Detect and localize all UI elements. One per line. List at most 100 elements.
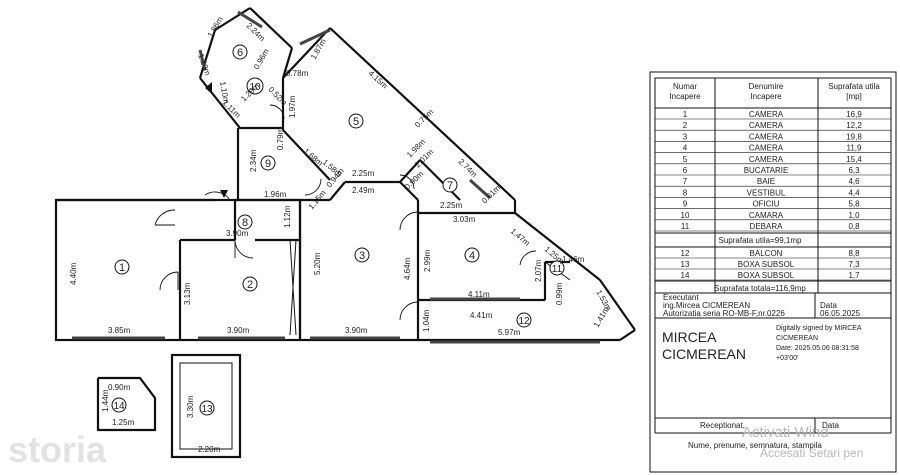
table-cell: BOXA SUBSOL [738, 260, 795, 269]
svg-text:1.86m: 1.86m [206, 15, 225, 39]
table-cell: BOXA SUBSOL [738, 271, 795, 280]
svg-text:1.87m: 1.87m [309, 37, 328, 61]
watermarks: storia Activati Wind Accesati Setari pen [8, 424, 863, 470]
table-cell: 9 [683, 200, 688, 209]
total-area: Suprafata totala=116,9mp [714, 284, 806, 293]
date-value: 06.05.2025 [820, 309, 861, 318]
authorization-number: Autorizatia seria RO-MB-F,nr.0226 [663, 309, 785, 318]
signature-name-2: CICMEREAN [662, 346, 746, 362]
svg-text:1.46m: 1.46m [562, 255, 585, 264]
svg-text:2.49m: 2.49m [352, 186, 375, 195]
table-cell: CAMERA [749, 110, 784, 119]
svg-text:2.74m: 2.74m [457, 157, 479, 179]
room-marker-3: 3 [359, 250, 365, 262]
table-cell: 1,0 [848, 211, 860, 220]
table-cell: CAMERA [749, 132, 784, 141]
svg-text:3.03m: 3.03m [453, 215, 476, 224]
table-cell: 11,9 [847, 144, 863, 153]
svg-text:5.97m: 5.97m [498, 328, 521, 337]
svg-text:1.12m: 1.12m [283, 205, 292, 228]
digital-signature-text-4: +03'00' [776, 355, 798, 362]
svg-text:0.90m: 0.90m [108, 383, 131, 392]
table-cell: 3 [683, 132, 688, 141]
svg-text:3.90m: 3.90m [227, 326, 250, 335]
floor-plan-walls [54, 7, 636, 459]
svg-text:1.25m: 1.25m [112, 418, 135, 427]
date-label-2: Data [822, 421, 839, 430]
svg-text:5.20m: 5.20m [313, 252, 322, 275]
table-header-number-2: Incapere [669, 92, 701, 101]
receptionat-label: Receptionat, [700, 421, 745, 430]
table-cell: CAMERA [749, 121, 784, 130]
room-marker-7: 7 [447, 180, 453, 192]
table-cell: 16,9 [846, 110, 862, 119]
table-cell: 8 [683, 188, 688, 197]
executant-label: Executant [663, 293, 699, 302]
svg-text:3.90m: 3.90m [345, 326, 368, 335]
table-cell: 7 [683, 177, 688, 186]
entry-arrow-icon [220, 190, 228, 198]
room-marker-9: 9 [265, 158, 271, 170]
svg-text:2.25m: 2.25m [352, 169, 375, 178]
table-cell: CAMERA [749, 144, 784, 153]
table-cell: 1 [683, 110, 688, 119]
svg-text:1.10m: 1.10m [218, 81, 231, 105]
svg-text:0.78m: 0.78m [286, 69, 309, 78]
room-marker-10: 10 [249, 82, 261, 93]
table-cell: 5,8 [848, 200, 860, 209]
table-cell: VESTIBUL [747, 188, 786, 197]
room-marker-6: 6 [237, 47, 243, 59]
area-table: Numar Incapere Denumire Incapere Suprafa… [649, 71, 897, 473]
room-marker-1: 1 [119, 262, 125, 274]
table-header-name-2: Incapere [750, 92, 782, 101]
table-header-area: Suprafata utila [828, 82, 880, 91]
svg-text:2.25m: 2.25m [440, 201, 463, 210]
svg-text:3.13m: 3.13m [183, 282, 192, 305]
svg-text:1.20m: 1.20m [196, 53, 212, 77]
table-cell: 4 [683, 144, 688, 153]
table-cell: 1,7 [848, 271, 860, 280]
table-cell: 7,3 [848, 260, 860, 269]
svg-text:4.11m: 4.11m [468, 290, 490, 299]
room-marker-5: 5 [353, 116, 359, 128]
svg-text:4.64m: 4.64m [403, 257, 412, 280]
svg-text:2.34m: 2.34m [249, 149, 258, 172]
useful-area-total: Suprafata utila=99,1mp [719, 236, 802, 245]
storia-logo: storia [8, 429, 107, 470]
svg-text:1.44m: 1.44m [101, 389, 110, 412]
table-header-number: Numar [673, 82, 697, 91]
entry-arrow-icon [205, 82, 212, 94]
svg-text:3.30m: 3.30m [186, 395, 195, 418]
table-cell: 0,8 [848, 222, 860, 231]
svg-text:1.41m: 1.41m [592, 305, 611, 329]
table-cell: 5 [683, 155, 688, 164]
signature-fields-label: Nume, prenume, semnatura, stampila [688, 441, 822, 450]
table-cell: BAIE [757, 177, 775, 186]
table-cell: 12,2 [846, 121, 862, 130]
room-markers: 1 2 3 4 5 6 7 8 9 10 11 12 13 14 [111, 44, 565, 416]
room-marker-14: 14 [113, 401, 125, 412]
room-marker-13: 13 [201, 404, 213, 415]
table-cell: 6,3 [848, 166, 860, 175]
table-cell: 4,4 [848, 188, 860, 197]
svg-text:2.99m: 2.99m [423, 249, 432, 272]
doors [154, 82, 537, 336]
activate-windows-text: Activati Wind [742, 424, 829, 441]
digital-signature-text-2: CICMEREAN [776, 335, 818, 342]
engineer-name: ing.Mircea CICMEREAN [663, 301, 750, 310]
room-marker-2: 2 [247, 279, 253, 291]
table-cell: 8,8 [848, 249, 860, 258]
svg-text:3.85m: 3.85m [108, 326, 131, 335]
table-cell: 10 [681, 211, 690, 220]
table-cell: 19,8 [846, 132, 862, 141]
table-cell: CAMARA [749, 211, 784, 220]
svg-text:1.47m: 1.47m [509, 227, 532, 248]
svg-text:1.04m: 1.04m [422, 309, 431, 332]
svg-text:0.79m: 0.79m [276, 127, 285, 150]
table-cell: 6 [683, 166, 688, 175]
table-cell: DEBARA [750, 222, 784, 231]
svg-text:2.20m: 2.20m [198, 445, 221, 454]
svg-text:0.52m: 0.52m [267, 85, 289, 107]
